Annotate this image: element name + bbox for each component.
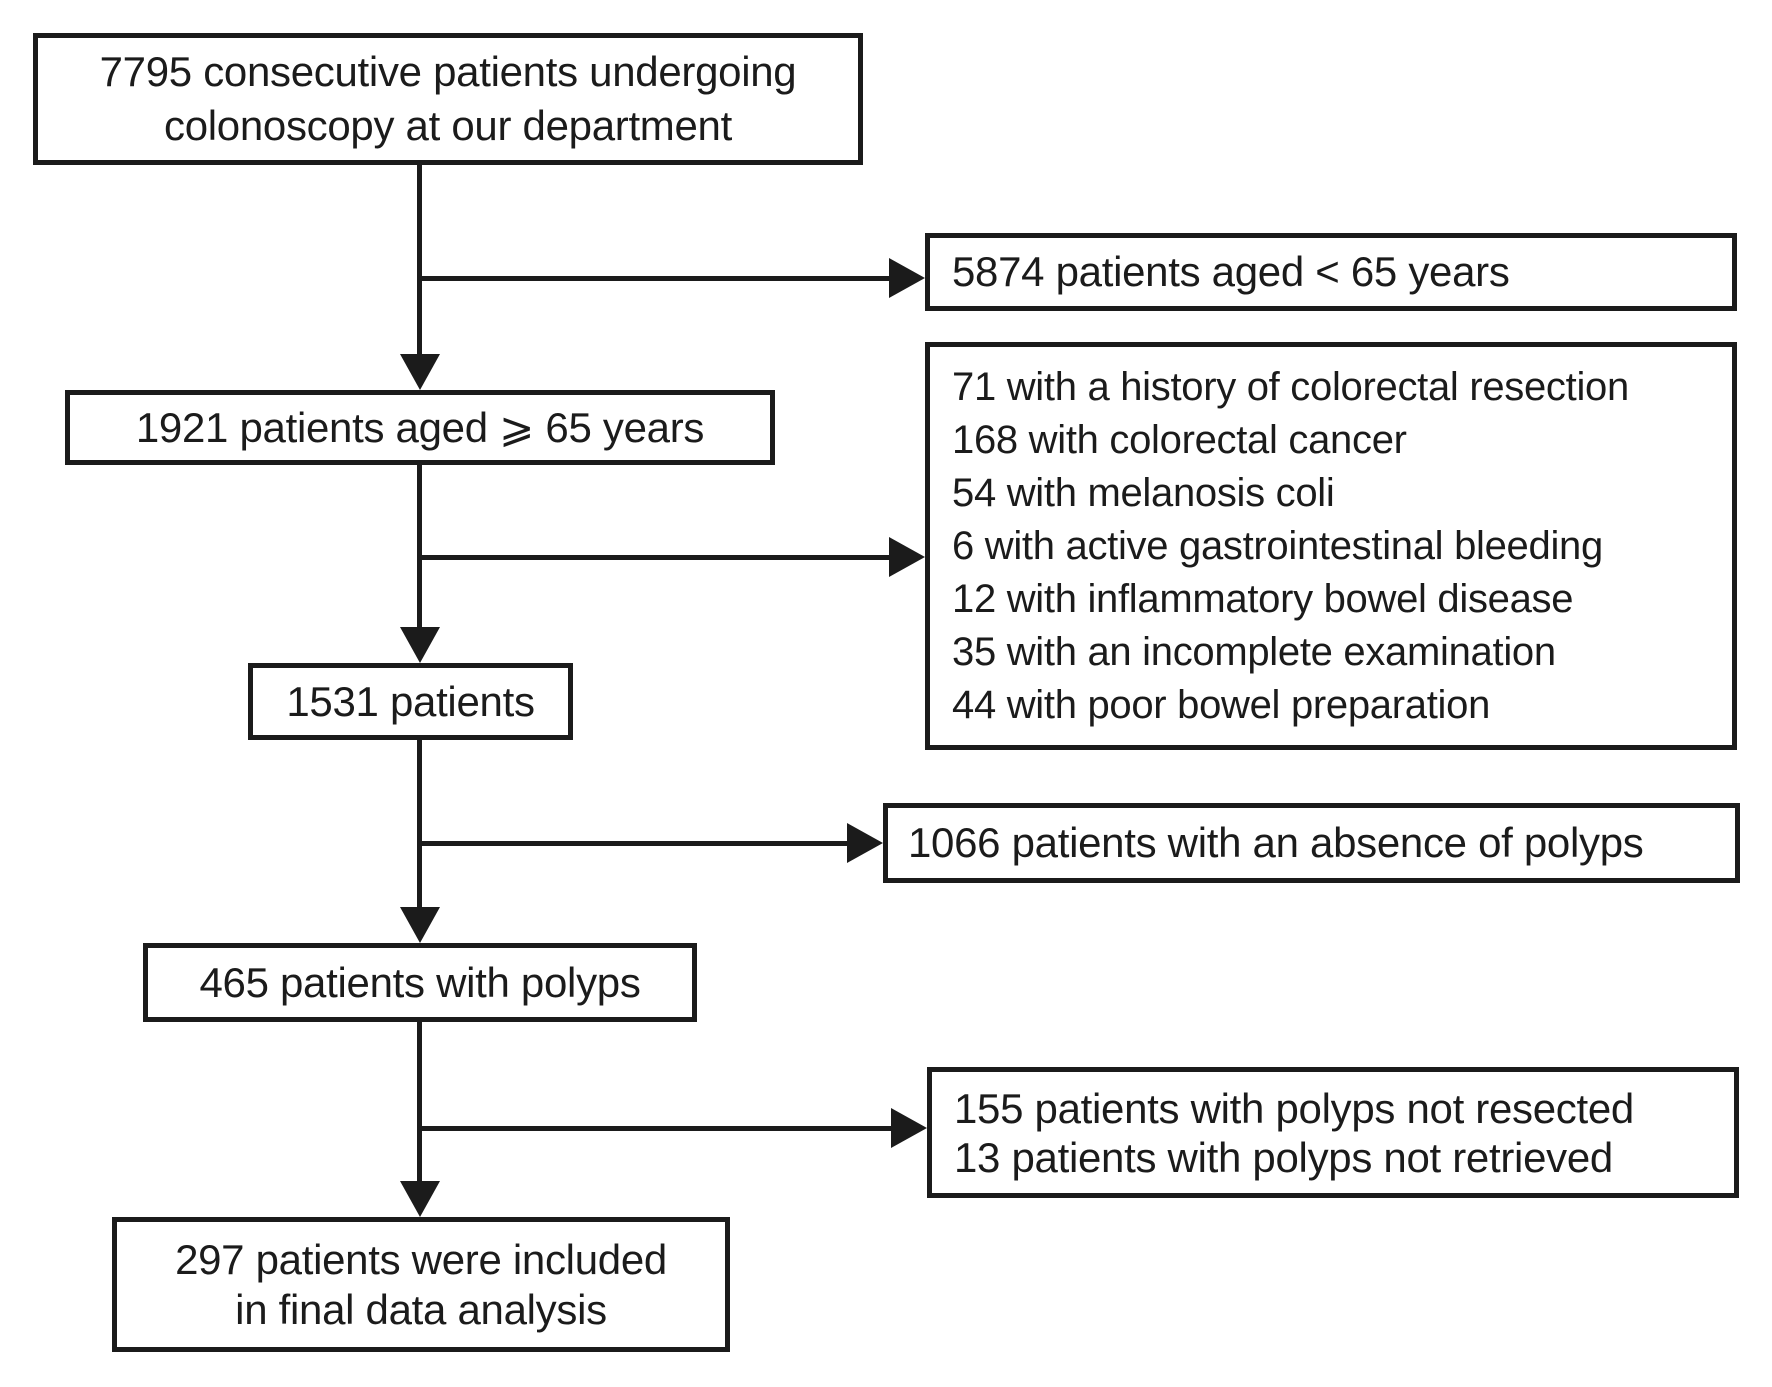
arrowhead-down-into-final <box>400 1181 440 1217</box>
box-final-line-1: 297 patients were included <box>175 1235 667 1283</box>
box-aged-65-line-1: 1921 patients aged ⩾ 65 years <box>135 403 705 451</box>
arrowhead-down-into-after-exclusion <box>400 627 440 663</box>
box-with-polyps: 465 patients with polyps <box>143 943 697 1022</box>
arrowhead-down-into-aged65 <box>400 354 440 390</box>
box-after-exclusion: 1531 patients <box>248 663 573 740</box>
exclusion-reason-7: 44 with poor bowel preparation <box>952 682 1491 727</box>
arrowhead-right-into-polyps-not-analyzed <box>891 1108 927 1148</box>
box-final-line-2: in final data analysis <box>235 1285 607 1333</box>
box-polyps-not-analyzed: 155 patients with polyps not resected 13… <box>927 1067 1739 1198</box>
box-final-analysis: 297 patients were included in final data… <box>112 1217 730 1352</box>
branch-to-polyps-not-analyzed <box>417 1126 895 1131</box>
connector-after-exclusion-to-with-polyps <box>417 740 422 911</box>
box-under-65-excluded: 5874 patients aged < 65 years <box>925 233 1737 311</box>
box-enrolled-patients: 7795 consecutive patients undergoing col… <box>33 33 863 165</box>
box-with-polyps-line-1: 465 patients with polyps <box>199 958 641 1006</box>
box-aged-65-or-over: 1921 patients aged ⩾ 65 years <box>65 390 775 465</box>
box-enrolled-line-2: colonoscopy at our department <box>164 102 732 149</box>
branch-to-exclusions <box>417 555 893 560</box>
arrowhead-right-into-exclusions <box>889 537 925 577</box>
box-polyps-not-analyzed-line-2: 13 patients with polyps not retrieved <box>954 1133 1613 1181</box>
box-enrolled-line-1: 7795 consecutive patients undergoing <box>99 48 797 95</box>
arrowhead-right-into-no-polyps <box>847 823 883 863</box>
connector-aged65-to-after-exclusion <box>417 465 422 631</box>
branch-to-under65 <box>417 276 893 281</box>
box-no-polyps-excluded: 1066 patients with an absence of polyps <box>883 803 1740 883</box>
exclusion-reason-4: 6 with active gastrointestinal bleeding <box>952 523 1603 568</box>
box-after-exclusion-line-1: 1531 patients <box>286 677 535 725</box>
arrowhead-down-into-with-polyps <box>400 907 440 943</box>
branch-to-no-polyps <box>417 841 851 846</box>
exclusion-reason-2: 168 with colorectal cancer <box>952 417 1407 462</box>
box-no-polyps-line-1: 1066 patients with an absence of polyps <box>908 819 1644 866</box>
box-exclusion-reasons: 71 with a history of colorectal resectio… <box>925 342 1737 750</box>
box-under-65-line-1: 5874 patients aged < 65 years <box>952 248 1510 295</box>
box-polyps-not-analyzed-line-1: 155 patients with polyps not resected <box>954 1084 1634 1132</box>
exclusion-reason-3: 54 with melanosis coli <box>952 470 1335 515</box>
connector-enrolled-to-aged65 <box>417 165 422 358</box>
exclusion-reason-1: 71 with a history of colorectal resectio… <box>952 364 1629 409</box>
connector-with-polyps-to-final <box>417 1022 422 1185</box>
exclusion-reason-5: 12 with inflammatory bowel disease <box>952 576 1574 621</box>
exclusion-reason-6: 35 with an incomplete examination <box>952 629 1556 674</box>
arrowhead-right-into-under65 <box>889 258 925 298</box>
